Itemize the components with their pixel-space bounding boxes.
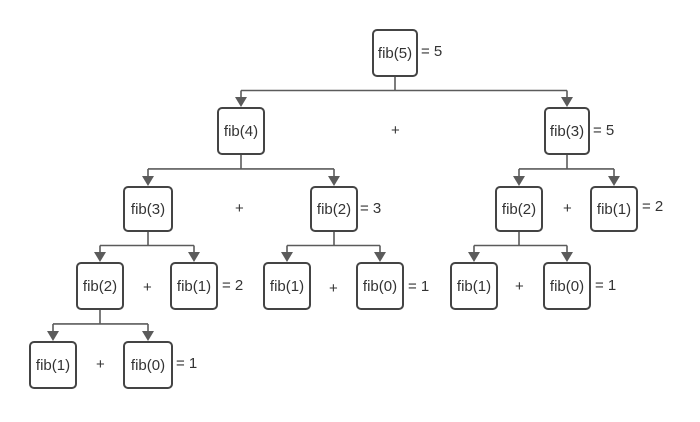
node-fib0-leaf-result: = 1 <box>176 355 198 372</box>
edge-arrowhead <box>281 252 293 262</box>
node-fib5-result: = 5 <box>421 43 443 60</box>
node-fib2-right: fib(2) <box>495 186 543 232</box>
node-fib0-right-bottom: fib(0) <box>543 262 591 310</box>
edge-arrowhead <box>47 331 59 341</box>
node-fib1-leaf: fib(1) <box>29 341 77 389</box>
edge-arrowhead <box>188 252 200 262</box>
edge-arrowhead <box>561 252 573 262</box>
edge-arrowhead <box>142 176 154 186</box>
edge-arrowhead <box>513 176 525 186</box>
edge-arrowhead <box>142 331 154 341</box>
plus-sign: + <box>235 200 244 217</box>
node-fib1-left: fib(1) <box>170 262 218 310</box>
node-fib3-left: fib(3) <box>123 186 173 232</box>
node-fib0-mid: fib(0) <box>356 262 404 310</box>
node-fib0-leaf: fib(0) <box>123 341 173 389</box>
node-fib1-right: fib(1) <box>590 186 638 232</box>
edge-arrowhead <box>328 176 340 186</box>
node-fib0-mid-result: = 1 <box>408 278 430 295</box>
node-fib1-mid: fib(1) <box>263 262 311 310</box>
node-fib0-right-bottom-result: = 1 <box>595 277 617 294</box>
node-fib4: fib(4) <box>217 107 265 155</box>
node-fib1-right-bottom: fib(1) <box>450 262 498 310</box>
node-fib2-mid-result: = 3 <box>360 200 382 217</box>
edge-arrowhead <box>468 252 480 262</box>
plus-sign: + <box>329 280 338 297</box>
plus-sign: + <box>96 356 105 373</box>
node-fib5: fib(5) <box>372 29 418 77</box>
node-fib2-mid: fib(2) <box>310 186 358 232</box>
plus-sign: + <box>391 122 400 139</box>
plus-sign: + <box>515 278 524 295</box>
plus-sign: + <box>143 279 152 296</box>
edge-arrowhead <box>561 97 573 107</box>
edge-arrowhead <box>608 176 620 186</box>
node-fib1-left-result: = 2 <box>222 277 244 294</box>
edge-arrowhead <box>235 97 247 107</box>
plus-sign: + <box>563 200 572 217</box>
node-fib2-left: fib(2) <box>76 262 124 310</box>
node-fib1-right-result: = 2 <box>642 198 664 215</box>
node-fib3-right-result: = 5 <box>593 122 615 139</box>
edge-arrowhead <box>374 252 386 262</box>
node-fib3-right: fib(3) <box>544 107 590 155</box>
edge-arrowhead <box>94 252 106 262</box>
